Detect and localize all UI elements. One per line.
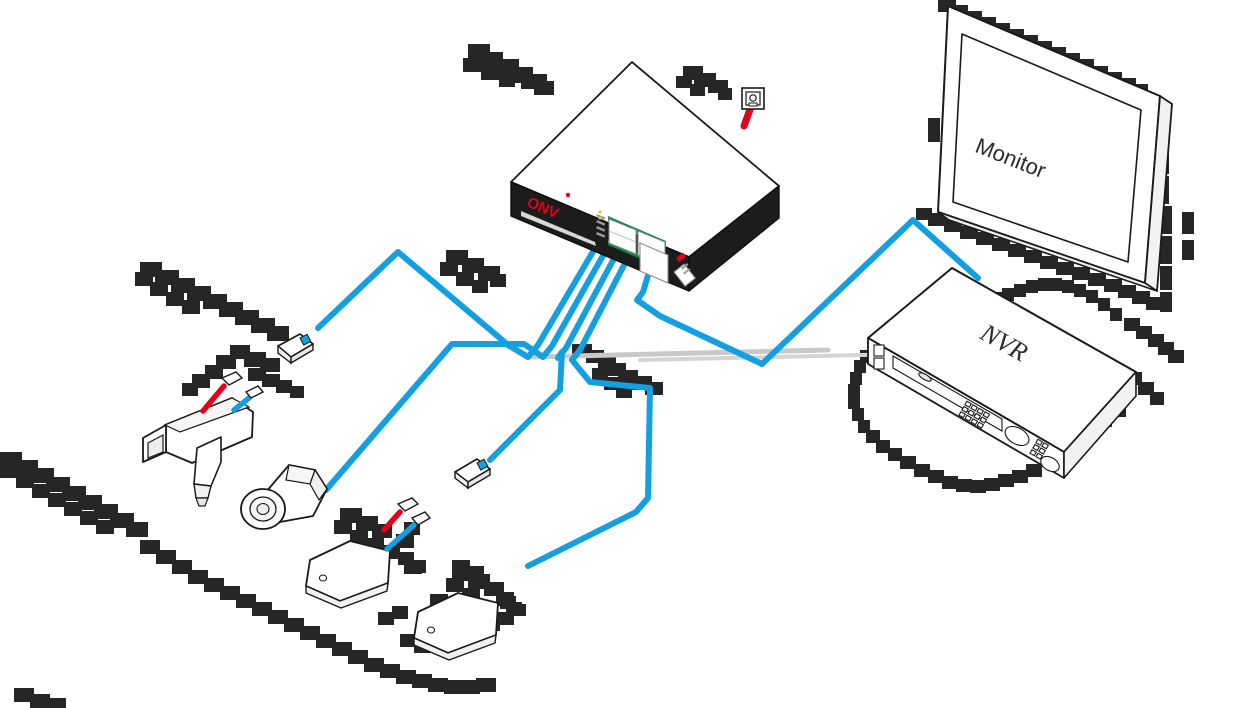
label-camera-mid	[440, 250, 506, 293]
media-converter-2[interactable]	[454, 458, 491, 490]
poe-splitter-2[interactable]	[396, 497, 432, 526]
label-bottom-left	[0, 452, 496, 708]
dome-camera-1[interactable]	[305, 540, 391, 609]
nvr[interactable]: NVR	[867, 267, 1137, 479]
monitor[interactable]: Monitor	[937, 5, 1173, 292]
cable-to-camera-3	[487, 235, 628, 463]
bullet-camera-ptz[interactable]	[142, 397, 254, 507]
switch-right-panel	[673, 252, 697, 287]
label-bottom-center	[378, 560, 526, 653]
bullet-camera-2[interactable]	[240, 464, 328, 530]
dome-camera-1-cables	[381, 497, 432, 552]
poe-splitter-1[interactable]	[220, 371, 265, 399]
network-cables-layer	[315, 217, 981, 569]
switch-uplink-port[interactable]	[639, 242, 669, 284]
cable-to-camera-2	[323, 233, 617, 493]
switch-front-strip	[521, 211, 596, 246]
cable-to-camera-1	[315, 230, 607, 360]
cable-switch-to-nvr	[634, 217, 981, 367]
camera-1-cables	[200, 371, 265, 414]
poe-switch[interactable]: ONV	[510, 61, 780, 292]
dome-camera-2[interactable]	[413, 592, 499, 661]
switch-led-indicators	[596, 210, 606, 238]
nvr-front-panel	[873, 344, 1060, 473]
label-switch-top	[463, 44, 554, 95]
media-converter-1[interactable]	[277, 333, 314, 365]
label-right-edge	[1182, 212, 1194, 260]
power-outlet[interactable]	[741, 87, 765, 110]
label-power-adapter	[676, 66, 732, 100]
label-camera-left	[135, 262, 304, 398]
cable-to-camera-4	[525, 237, 653, 569]
